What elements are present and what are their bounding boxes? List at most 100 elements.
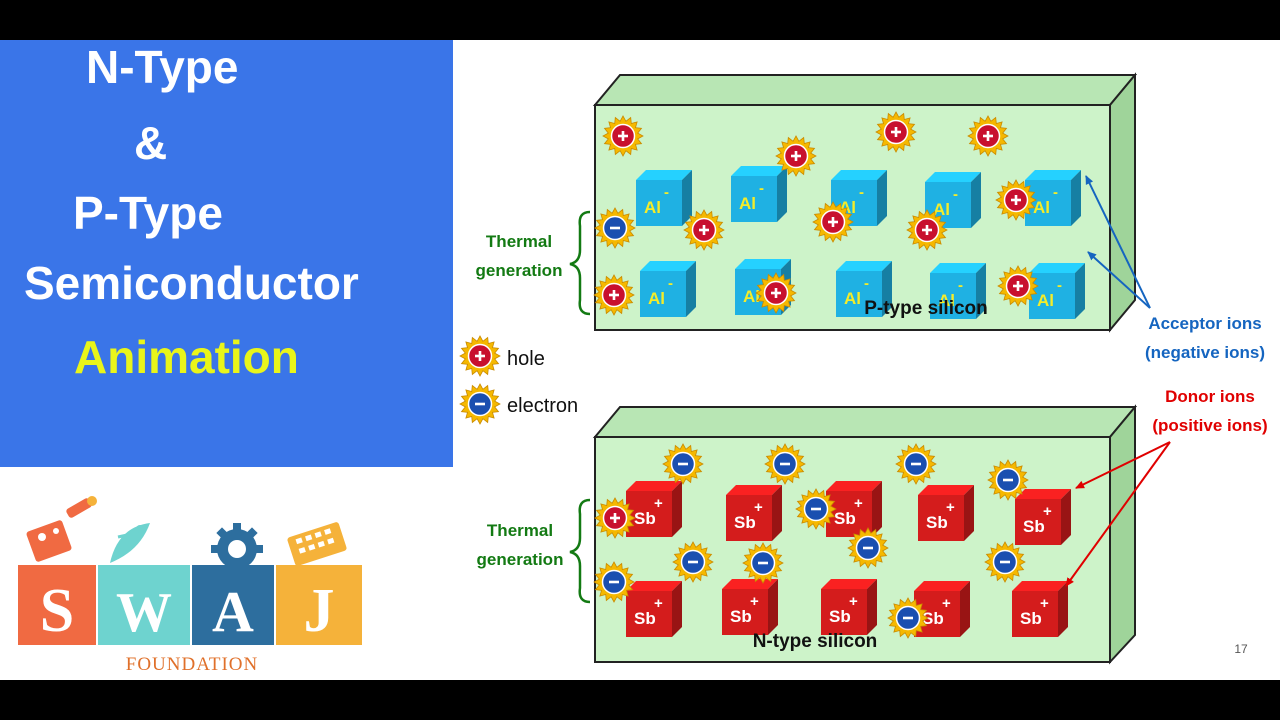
electron-carrier — [847, 527, 889, 569]
legend-hole-label: hole — [507, 348, 545, 370]
electron-carrier — [895, 443, 937, 485]
hole-carrier — [997, 265, 1039, 307]
hole-carrier — [755, 272, 797, 314]
lab-flask-icon — [26, 496, 97, 562]
svg-text:+: + — [946, 499, 955, 516]
acceptor-ion-cube: Al- — [836, 261, 892, 317]
electron-carrier — [987, 459, 1029, 501]
calculator-icon — [287, 522, 347, 566]
electron-carrier — [594, 207, 636, 249]
svg-text:Al: Al — [938, 291, 955, 310]
satellite-dish-icon — [110, 523, 150, 563]
svg-text:Sb: Sb — [834, 509, 856, 528]
svg-text:Al: Al — [1037, 291, 1054, 310]
acceptor-ion-cube: Al- — [636, 170, 692, 226]
acceptor-ion-cube: Al- — [1025, 170, 1081, 226]
svg-text:Sb: Sb — [634, 509, 656, 528]
svg-text:Al: Al — [1033, 198, 1050, 217]
svg-text:+: + — [1043, 503, 1052, 520]
svg-text:-: - — [759, 180, 764, 197]
acceptor-arrow-1 — [1085, 175, 1151, 309]
logo-letter-s: S — [40, 577, 74, 645]
donor-ion-cube: Sb+ — [726, 485, 782, 541]
hole-carrier — [875, 111, 917, 153]
svg-text:-: - — [864, 275, 869, 292]
logo-block-w — [98, 565, 190, 645]
legend-electron-icon — [459, 383, 501, 425]
acceptor-label-line1: Acceptor ions — [1148, 314, 1261, 333]
electron-carrier — [672, 541, 714, 583]
electron-carrier — [984, 541, 1026, 583]
svg-text:-: - — [664, 184, 669, 201]
svg-text:+: + — [750, 593, 759, 610]
donor-ion-cube: Sb+ — [821, 579, 877, 635]
title-line-p-type: P-Type — [73, 187, 223, 239]
svg-text:Sb: Sb — [1023, 517, 1045, 536]
logo-block-a — [192, 565, 274, 645]
electron-carrier — [887, 597, 929, 639]
svg-text:Sb: Sb — [829, 607, 851, 626]
acceptor-arrow-2 — [1087, 251, 1151, 309]
logo-letter-a: A — [212, 579, 254, 644]
hole-icon — [459, 335, 501, 377]
electron-carrier — [742, 542, 784, 584]
semiconductor-diagram: Al-Al-Al-Al-Al-Al-Al-Al-Al-Al- P-type si… — [459, 72, 1268, 665]
hole-carrier — [906, 209, 948, 251]
svg-text:Al: Al — [933, 200, 950, 219]
svg-text:Al: Al — [648, 289, 665, 308]
donor-ion-group: Sb+Sb+Sb+Sb+Sb+Sb+Sb+Sb+Sb+Sb+ — [626, 481, 1071, 637]
p-type-silicon-label: P-type silicon — [864, 298, 988, 319]
electron-carrier — [795, 488, 837, 530]
hole-carrier — [683, 209, 725, 251]
thermal-brace-n — [569, 498, 591, 604]
acceptor-ion-cube: Al- — [731, 166, 787, 222]
svg-text:+: + — [654, 495, 663, 512]
donor-arrow-2 — [1065, 441, 1171, 587]
donor-ion-cube: Sb+ — [826, 481, 882, 537]
svg-text:Al: Al — [743, 287, 760, 306]
svg-text:Al: Al — [739, 194, 756, 213]
acceptor-ion-cube: Al- — [831, 170, 887, 226]
svg-text:-: - — [668, 275, 673, 292]
acceptor-label-line2: (negative ions) — [1145, 343, 1265, 362]
svg-text:+: + — [942, 595, 951, 612]
svg-text:+: + — [754, 499, 763, 516]
acceptor-ion-cube: Al- — [930, 263, 986, 319]
thermal-label-p-line1: Thermal — [486, 232, 552, 251]
svg-text:-: - — [859, 184, 864, 201]
donor-arrow-1 — [1075, 441, 1171, 489]
svg-text:+: + — [849, 593, 858, 610]
acceptor-ion-cube: Al- — [1029, 263, 1085, 319]
svg-text:Sb: Sb — [1020, 609, 1042, 628]
svg-text:Sb: Sb — [926, 513, 948, 532]
title-line-n-type: N-Type — [86, 41, 239, 93]
slide: N-Type & P-Type Semiconductor Animation — [0, 40, 1280, 680]
title-panel: N-Type & P-Type Semiconductor Animation — [0, 40, 453, 467]
electron-carrier — [593, 561, 635, 603]
svg-text:Sb: Sb — [922, 609, 944, 628]
donor-ion-cube: Sb+ — [626, 581, 682, 637]
svg-text:-: - — [953, 186, 958, 203]
electron-carrier — [662, 443, 704, 485]
svg-text:+: + — [1040, 595, 1049, 612]
logo-letter-j: J — [304, 577, 335, 645]
title-line-ampersand: & — [134, 117, 168, 169]
slide-number: 17 — [1234, 642, 1248, 656]
title-line-semiconductor: Semiconductor — [24, 257, 359, 309]
thermal-label-p-line2: generation — [476, 261, 563, 280]
svg-text:Sb: Sb — [734, 513, 756, 532]
donor-ion-cube: Sb+ — [722, 579, 778, 635]
hole-carrier — [812, 201, 854, 243]
n-carrier-group — [593, 443, 1029, 639]
legend-hole-icon — [459, 335, 501, 377]
svg-text:-: - — [1053, 184, 1058, 201]
svg-text:+: + — [654, 595, 663, 612]
hole-carrier — [602, 115, 644, 157]
n-type-silicon-label: N-type silicon — [753, 631, 878, 652]
svg-text:Al: Al — [844, 289, 861, 308]
hole-carrier — [967, 115, 1009, 157]
hole-carrier — [995, 179, 1037, 221]
acceptor-ion-cube: Al- — [640, 261, 696, 317]
donor-ion-cube: Sb+ — [1015, 489, 1071, 545]
p-carrier-group — [593, 111, 1039, 316]
